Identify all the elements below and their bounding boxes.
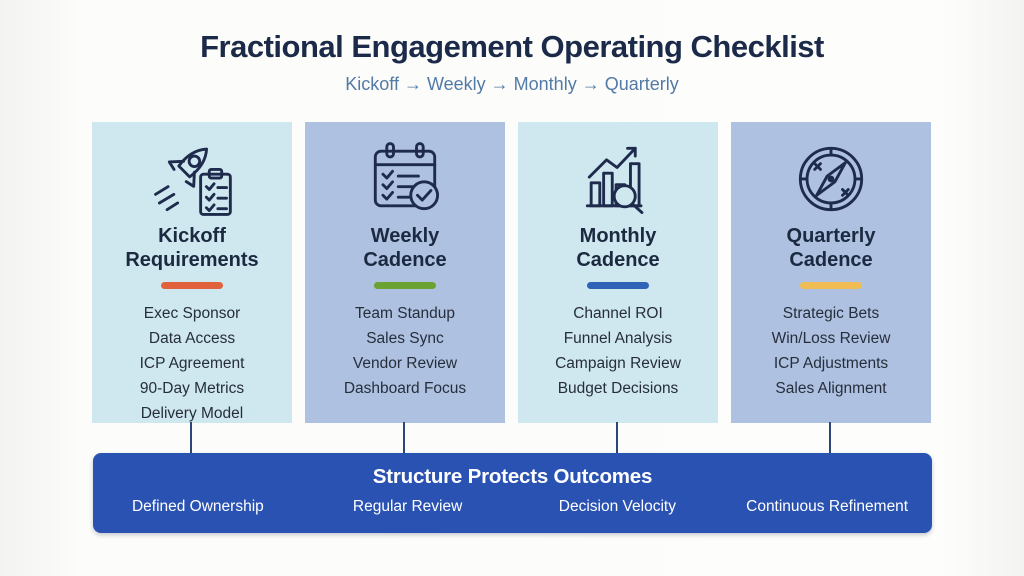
card-title: Quarterly Cadence [731,224,931,272]
card-title: Kickoff Requirements [92,224,292,272]
banner-title: Structure Protects Outcomes [372,465,653,488]
accent-bar [587,282,649,289]
connector-line-monthly [616,422,618,453]
card-title-line1: Kickoff [158,225,226,247]
card-monthly-cadence: Monthly Cadence Channel ROI Funnel Analy… [518,122,718,423]
banner-item: Decision Velocity [558,498,676,515]
banner-items: Defined Ownership Regular Review Decisio… [93,498,932,516]
card-quarterly-cadence: Quarterly Cadence Strategic Bets Win/Los… [731,122,931,423]
page-subtitle: Kickoff → Weekly → Monthly → Quarterly [345,74,679,94]
card-items: Channel ROI Funnel Analysis Campaign Rev… [518,301,718,401]
card-item: Team Standup [355,305,455,322]
page-title: Fractional Engagement Operating Checklis… [200,29,824,64]
accent-bar [800,282,862,289]
card-title-line1: Quarterly [786,225,876,247]
card-item: Vendor Review [352,355,458,372]
card-item: ICP Agreement [139,355,245,372]
connector-line-quarterly [829,422,831,453]
card-item: Exec Sponsor [143,305,241,322]
banner-item: Defined Ownership [131,498,264,515]
card-title-line2: Requirements [125,249,259,271]
card-item: Sales Alignment [775,380,887,397]
card-title-line2: Cadence [576,249,660,271]
card-title: Weekly Cadence [305,224,505,272]
card-item: ICP Adjustments [773,355,889,372]
chart-magnifier-icon [585,146,644,214]
card-title-line1: Monthly [579,225,657,247]
connector-line-weekly [403,422,405,453]
accent-bar [374,282,436,289]
card-title-line1: Weekly [370,225,440,247]
card-item: Dashboard Focus [343,380,467,397]
calendar-check-icon [373,142,440,211]
compass-icon [798,146,864,212]
card-item: Strategic Bets [782,305,880,322]
banner: Structure Protects Outcomes Defined Owne… [93,453,932,533]
card-item: Delivery Model [140,405,244,422]
card-title-line2: Cadence [363,249,447,271]
banner-item: Continuous Refinement [746,498,909,515]
card-item: Budget Decisions [557,380,679,397]
card-title-line2: Cadence [789,249,873,271]
card-item: Campaign Review [555,355,681,372]
card-item: Sales Sync [366,330,444,347]
card-item: Funnel Analysis [563,330,673,347]
rocket-clipboard-icon [154,147,232,216]
connector-line-kickoff [190,422,192,453]
accent-bar [161,282,223,289]
banner-item: Regular Review [352,498,463,515]
card-item: Channel ROI [573,305,663,322]
cards-row: Kickoff Requirements Exec Sponsor Data A… [92,122,931,423]
card-item: 90-Day Metrics [139,380,245,397]
card-item: Win/Loss Review [771,330,891,347]
card-kickoff-requirements: Kickoff Requirements Exec Sponsor Data A… [92,122,292,423]
card-items: Strategic Bets Win/Loss Review ICP Adjus… [731,301,931,401]
card-items: Exec Sponsor Data Access ICP Agreement 9… [92,301,292,426]
card-items: Team Standup Sales Sync Vendor Review Da… [305,301,505,401]
card-weekly-cadence: Weekly Cadence Team Standup Sales Sync V… [305,122,505,423]
card-item: Data Access [148,330,236,347]
card-title: Monthly Cadence [518,224,718,272]
